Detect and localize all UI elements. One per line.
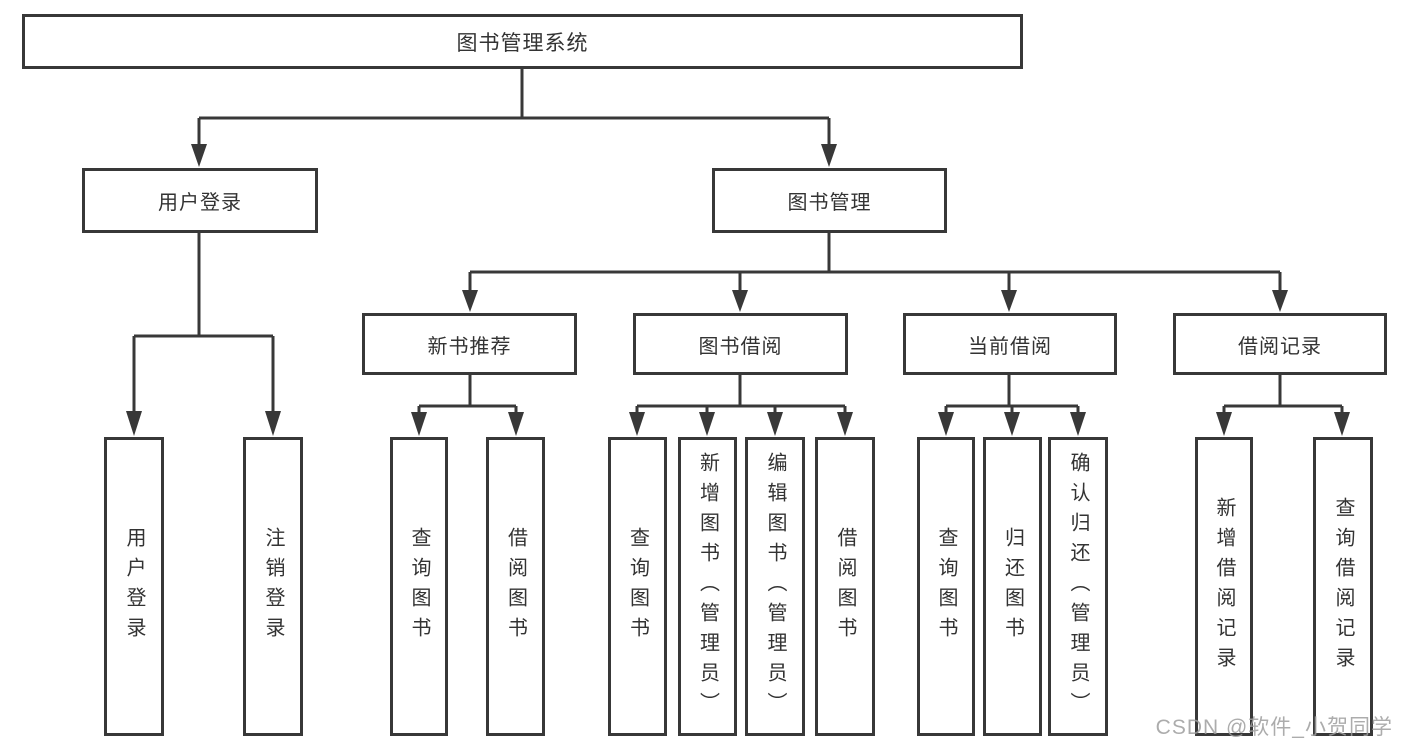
node-label: 用户登录 — [158, 192, 242, 214]
node-library-management-system: 图书管理系统 — [22, 14, 1023, 69]
tree-lines — [132, 69, 1344, 414]
node-label: 借阅记录 — [1238, 335, 1322, 358]
node-book-management: 图书管理 — [712, 168, 947, 233]
node-label: 图书管理系统 — [456, 31, 589, 55]
leaf-add-borrow-record: 新增借阅记录 — [1195, 437, 1253, 736]
node-label: 新增借阅记录 — [1213, 496, 1235, 677]
node-label: 借阅图书 — [834, 526, 856, 647]
leaf-return-books: 归还图书 — [983, 437, 1042, 736]
node-label: 查询图书 — [935, 526, 957, 647]
leaf-query-books-1: 查询图书 — [390, 437, 448, 736]
node-current-borrow: 当前借阅 — [903, 313, 1117, 375]
node-label: 新书推荐 — [427, 335, 512, 358]
leaf-user-login: 用户登录 — [104, 437, 164, 736]
leaf-query-borrow-record: 查询借阅记录 — [1313, 437, 1373, 736]
leaf-query-books-2: 查询图书 — [608, 437, 667, 736]
node-label: 用户登录 — [123, 526, 145, 647]
node-label: 图书借阅 — [698, 335, 783, 358]
node-label: 图书管理 — [787, 192, 872, 214]
node-new-book-recommend: 新书推荐 — [362, 313, 577, 375]
node-label: 新增图书（管理员） — [696, 451, 719, 722]
leaf-query-books-3: 查询图书 — [917, 437, 975, 736]
node-label: 借阅图书 — [504, 526, 527, 647]
node-label: 查询图书 — [408, 526, 430, 647]
arrowheads — [126, 144, 1350, 436]
node-label: 注销登录 — [262, 526, 284, 647]
leaf-borrow-books-1: 借阅图书 — [486, 437, 545, 736]
node-borrow-records: 借阅记录 — [1173, 313, 1387, 375]
leaf-edit-books-admin: 编辑图书（管理员） — [745, 437, 805, 736]
leaf-add-books-admin: 新增图书（管理员） — [678, 437, 737, 736]
node-book-borrow: 图书借阅 — [633, 313, 848, 375]
node-label: 当前借阅 — [968, 335, 1052, 358]
leaf-confirm-return-admin: 确认归还（管理员） — [1048, 437, 1108, 736]
node-label: 编辑图书（管理员） — [764, 451, 786, 722]
node-label: 查询图书 — [626, 526, 649, 647]
node-user-login: 用户登录 — [82, 168, 318, 233]
leaf-borrow-books-2: 借阅图书 — [815, 437, 875, 736]
leaf-logout: 注销登录 — [243, 437, 303, 736]
csdn-watermark: CSDN @软件_小贺同学 — [1155, 716, 1393, 739]
node-label: 查询借阅记录 — [1332, 496, 1354, 677]
node-label: 确认归还（管理员） — [1067, 451, 1089, 722]
node-label: 归还图书 — [1001, 526, 1024, 647]
